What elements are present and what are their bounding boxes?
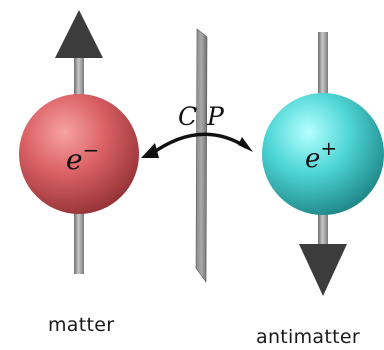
spin-down-arrowhead [299,244,347,296]
positron-sphere [262,93,384,215]
arrowhead-left [141,143,159,158]
electron-label: e− [66,138,99,176]
positron-label: e+ [305,136,337,174]
antimatter-particle: e+ [262,32,384,296]
matter-caption: matter [48,314,115,336]
spin-up-arrowhead [55,10,103,58]
electron-sphere [19,94,139,214]
antimatter-caption: antimatter [256,326,360,348]
p-label: P [206,102,225,131]
c-label: C [178,102,197,131]
matter-particle: e− [19,10,139,274]
arrowhead-right [238,137,253,152]
mirror-plane [195,28,208,283]
cp-transformation-arrow [141,132,253,158]
